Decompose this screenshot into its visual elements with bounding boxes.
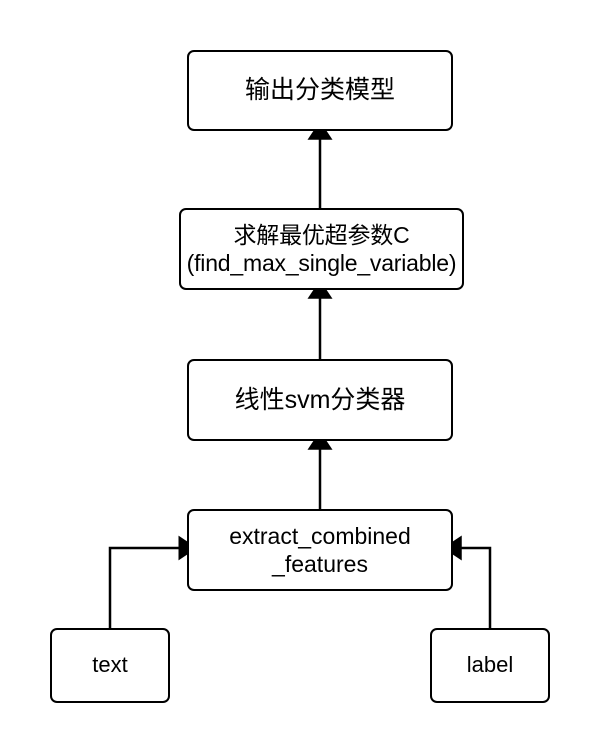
node-text-label: text (92, 652, 128, 678)
node-output-model[interactable]: 输出分类模型 (187, 50, 453, 131)
node-label-label: label (466, 652, 514, 678)
node-output-model-label: 输出分类模型 (244, 76, 395, 105)
node-label[interactable]: label (430, 628, 550, 703)
node-extract-features-label: extract_combined _features (229, 522, 411, 577)
edge-label-to-extract-features (443, 535, 492, 628)
node-linear-svm[interactable]: 线性svm分类器 (187, 359, 453, 441)
node-text[interactable]: text (50, 628, 170, 703)
node-find-c-label: 求解最优超参数C (find_max_single_variable) (186, 221, 457, 276)
node-find-c[interactable]: 求解最优超参数C (find_max_single_variable) (179, 208, 464, 290)
node-extract-features[interactable]: extract_combined _features (187, 509, 453, 591)
node-linear-svm-label: 线性svm分类器 (234, 385, 406, 414)
edge-text-to-extract-features (108, 535, 197, 628)
